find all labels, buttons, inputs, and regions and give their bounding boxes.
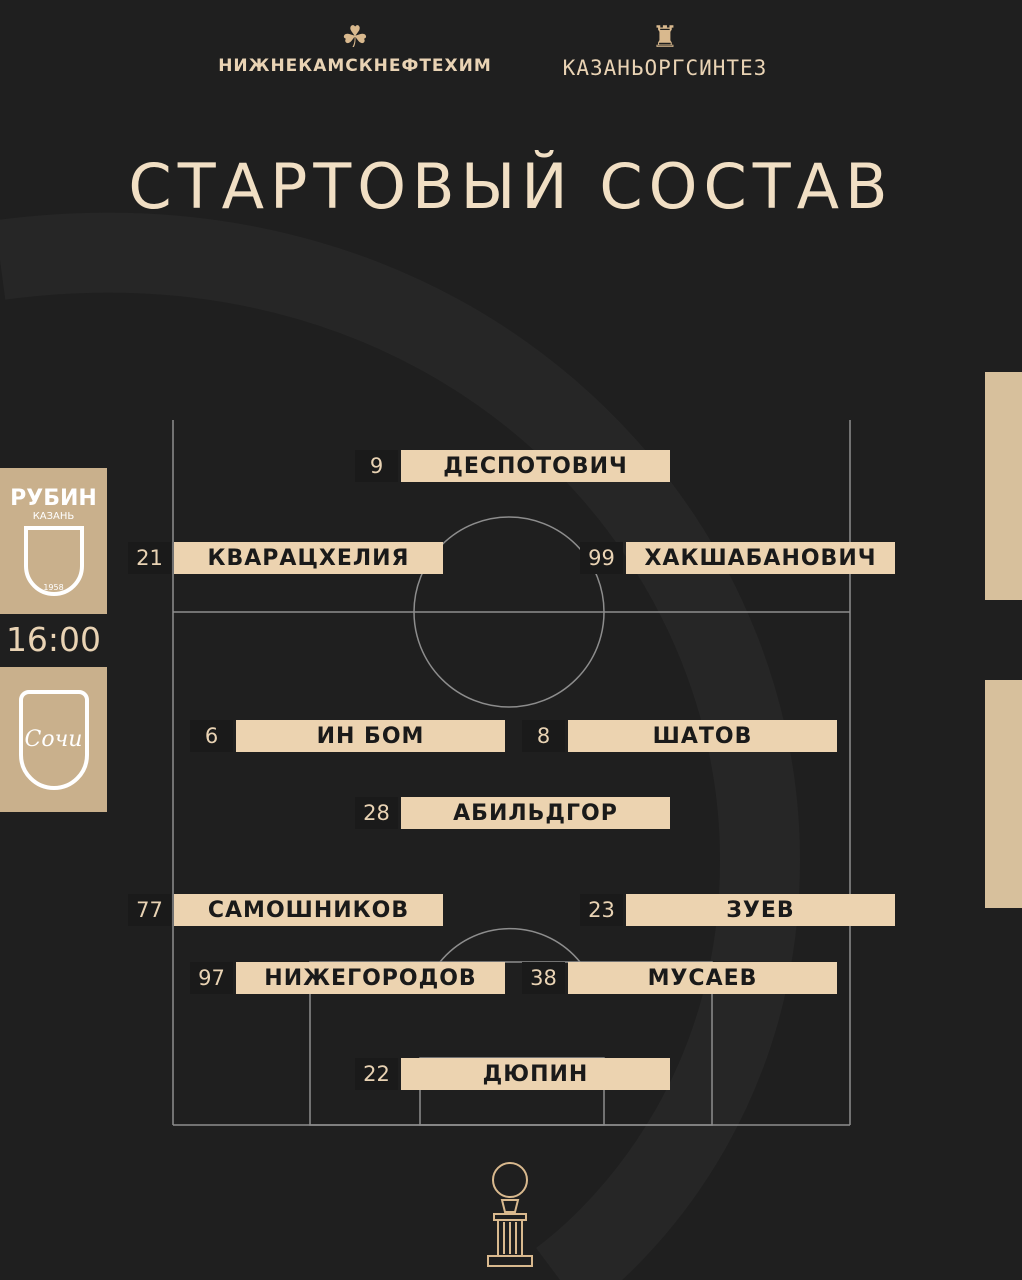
triquetra-icon: ☘ [341, 20, 369, 55]
player-name: ЗУЕВ [626, 894, 895, 926]
shield-icon: 1958 [23, 526, 84, 596]
sponsor-nizhnekamskneftekhim: ☘ НИЖНЕКАМСКНЕФТЕХИМ [215, 20, 495, 76]
player-name: МУСАЕВ [568, 962, 837, 994]
player-name: АБИЛЬДГОР [401, 797, 670, 829]
player-number: 97 [190, 962, 233, 994]
player-name: ДЮПИН [401, 1058, 670, 1090]
player-number: 23 [580, 894, 623, 926]
shield-icon: Сочи [18, 689, 89, 790]
title-reflection [40, 222, 982, 252]
player-number: 77 [128, 894, 171, 926]
sponsor-kazanorgsintez: ♜ КАЗАНЬОРГСИНТЕЗ [525, 20, 805, 80]
side-panel [985, 680, 1022, 908]
player-number: 99 [580, 542, 623, 574]
player-number: 9 [355, 450, 398, 482]
match-time: 16:00 [5, 620, 102, 659]
trophy-icon [487, 1162, 533, 1267]
player-number: 8 [522, 720, 565, 752]
side-panel [985, 372, 1022, 600]
player-name: ИН БОМ [236, 720, 505, 752]
player-number: 6 [190, 720, 233, 752]
player-name: КВАРАЦХЕЛИЯ [174, 542, 443, 574]
player-number: 38 [522, 962, 565, 994]
home-team-logo: РУБИН КАЗАНЬ 1958 [0, 468, 107, 614]
background-decoration [0, 212, 801, 1280]
player-number: 22 [355, 1058, 398, 1090]
away-team-logo: Сочи [0, 667, 107, 812]
page-title: СТАРТОВЫЙ СОСТАВ [128, 150, 894, 223]
player-name: НИЖЕГОРОДОВ [236, 962, 505, 994]
player-name: САМОШНИКОВ [174, 894, 443, 926]
building-icon: ♜ [651, 20, 679, 55]
player-number: 28 [355, 797, 398, 829]
player-name: ДЕСПОТОВИЧ [401, 450, 670, 482]
player-name: ХАКШАБАНОВИЧ [626, 542, 895, 574]
player-number: 21 [128, 542, 171, 574]
player-name: ШАТОВ [568, 720, 837, 752]
